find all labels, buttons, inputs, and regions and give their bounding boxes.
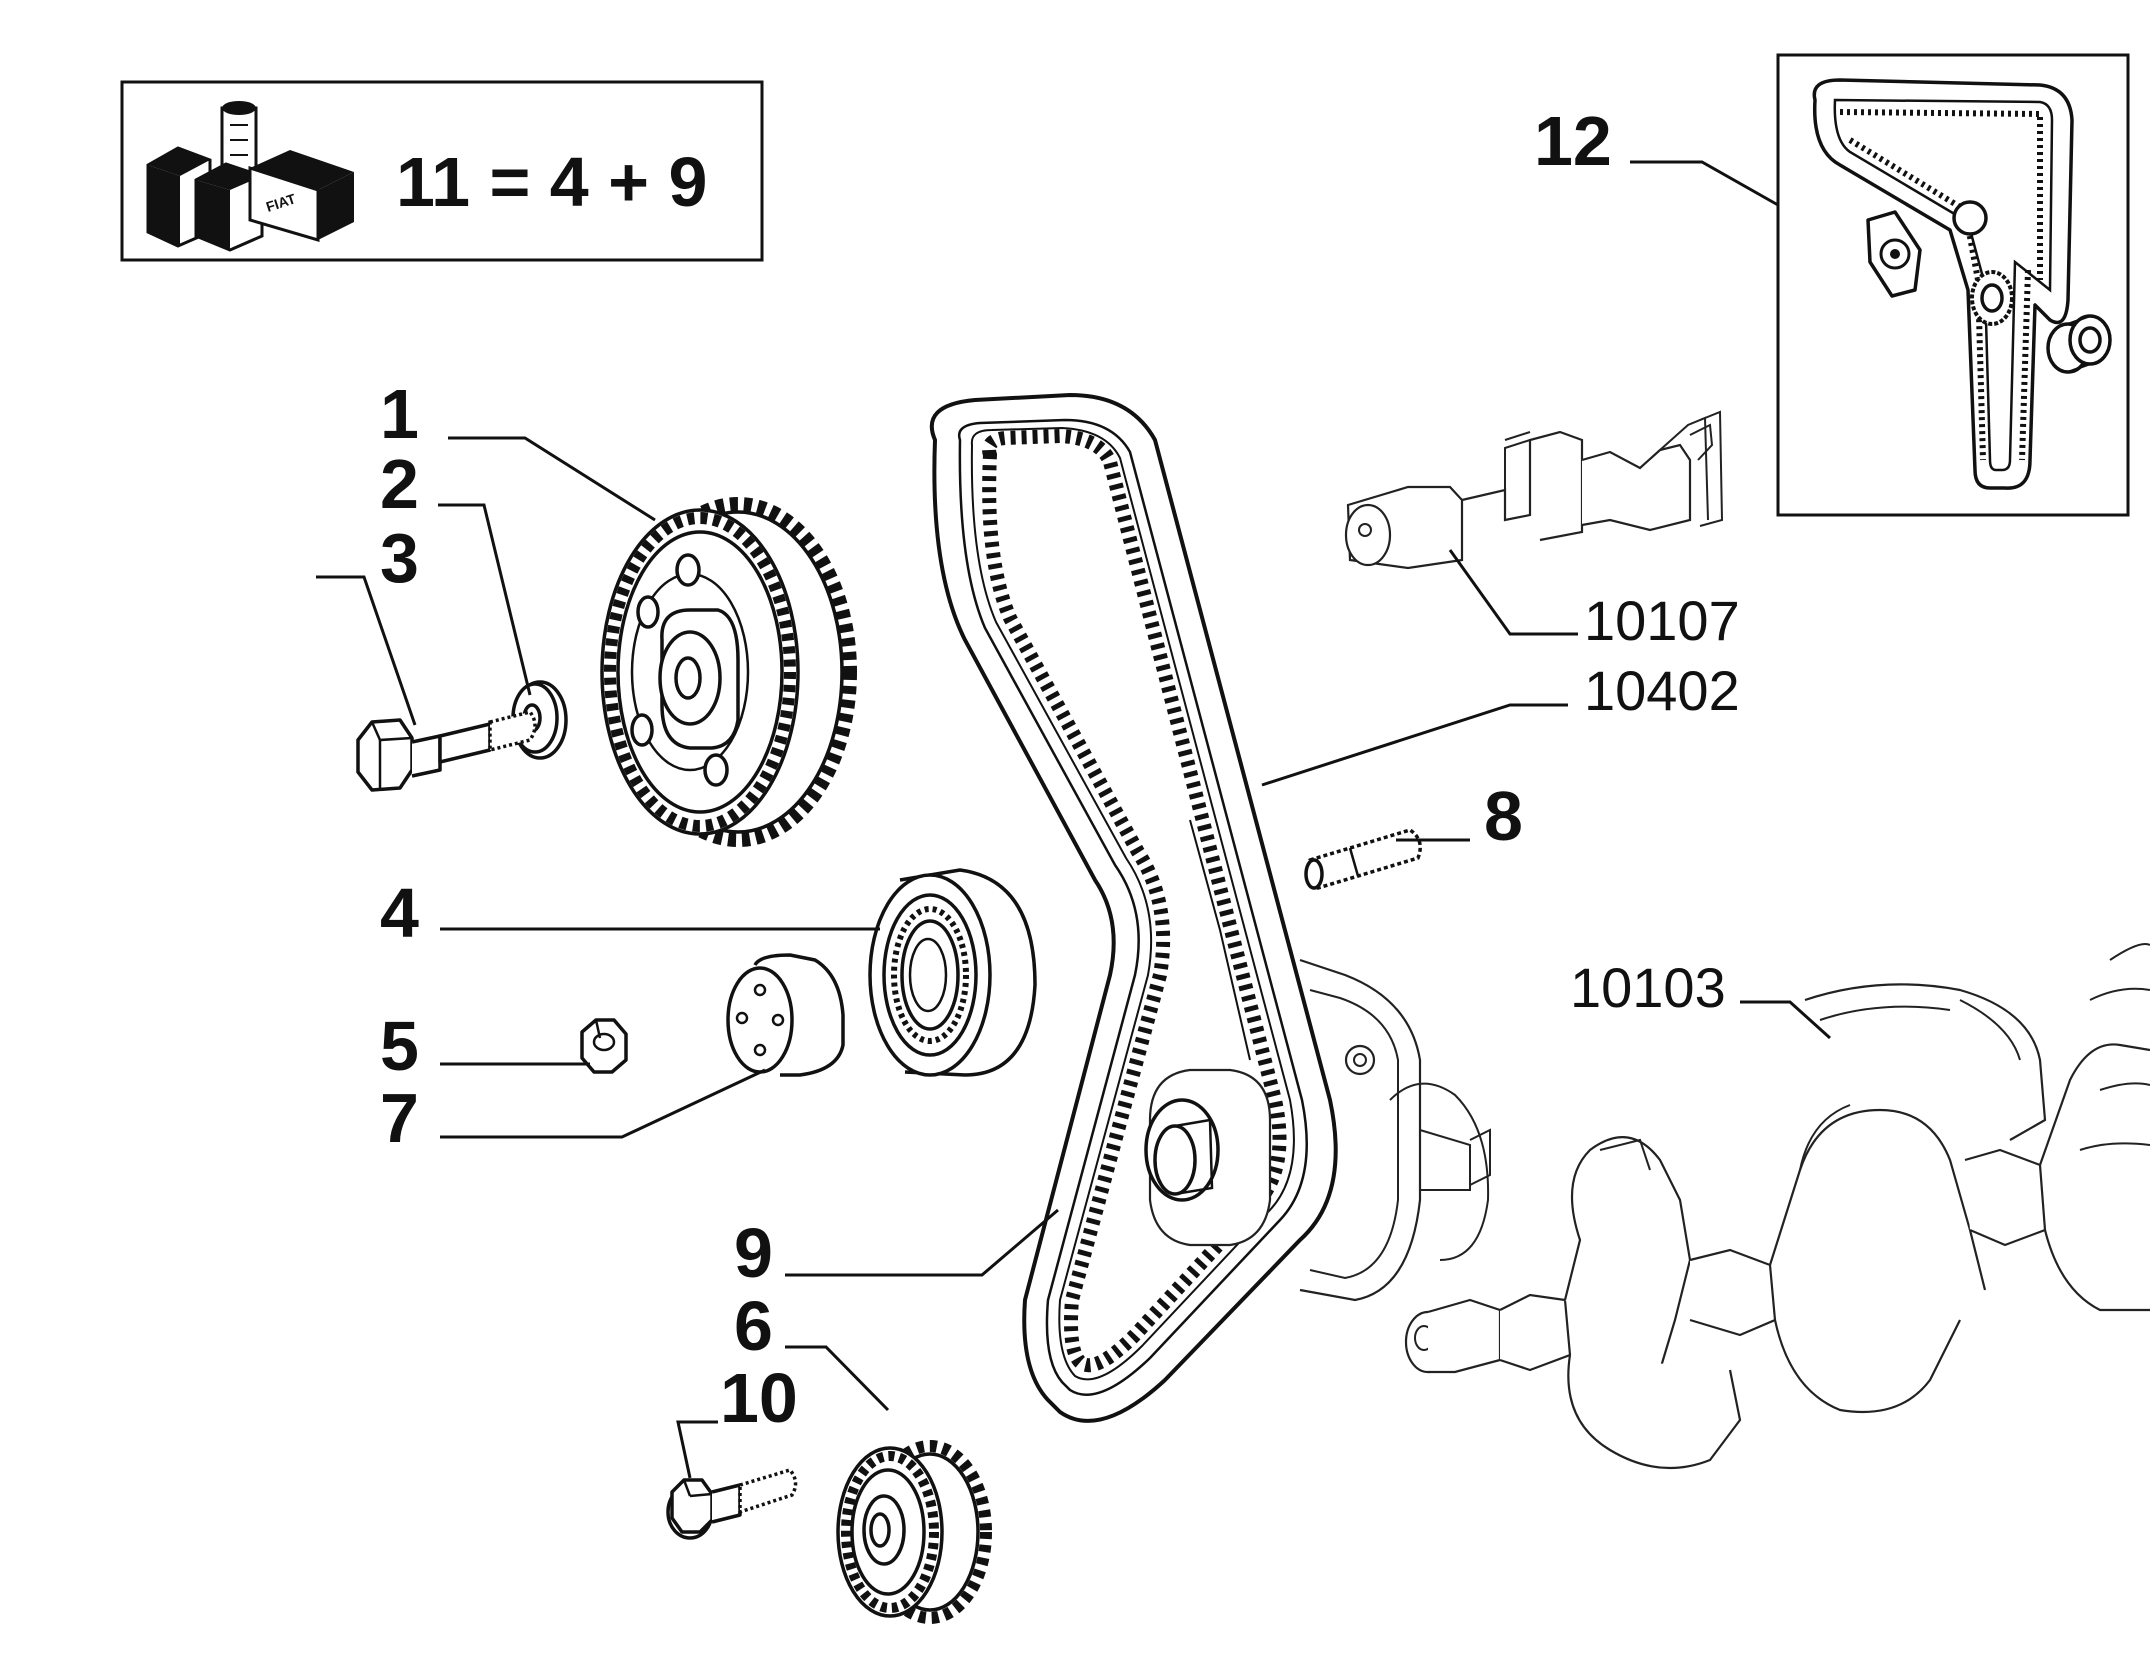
callout-12: 12 [1534, 102, 1612, 180]
hex-bolt [356, 710, 537, 792]
leader-2 [438, 503, 532, 696]
callout-3: 3 [380, 519, 419, 597]
leader-1 [448, 436, 656, 522]
ref-timing-cover: 10402 [1584, 659, 1740, 722]
camshaft-drawing [1344, 410, 1724, 570]
callout-7: 7 [380, 1079, 419, 1157]
ref-crankshaft: 10103 [1570, 956, 1726, 1019]
leader-6 [785, 1345, 890, 1412]
camshaft-sprocket [600, 497, 857, 847]
callout-4: 4 [380, 874, 419, 952]
leader-10 [676, 1420, 718, 1479]
leader-10107 [1448, 549, 1578, 636]
engine-block-drawing [1299, 958, 1491, 1302]
inset-box [1776, 53, 2130, 517]
crankshaft-sprocket [836, 1440, 992, 1624]
callout-6: 6 [734, 1287, 773, 1365]
eccentric-bushing [726, 953, 845, 1077]
callout-2: 2 [380, 445, 419, 523]
ref-camshaft: 10107 [1584, 589, 1740, 652]
callout-1: 1 [380, 375, 419, 453]
kit-formula: 11 = 4 + 9 [396, 143, 707, 221]
leader-9 [785, 1208, 1059, 1277]
inset-belt-kit-icon [1812, 78, 2112, 490]
kit-boxes-icon: FIAT [146, 101, 354, 252]
leader-7 [440, 1068, 766, 1139]
kit-box: FIAT 11 = 4 + 9 [120, 80, 764, 262]
leader-10103 [1740, 1000, 1832, 1040]
crankshaft-drawing [1404, 943, 2150, 1470]
threaded-stud [1304, 828, 1422, 890]
callout-8: 8 [1484, 777, 1523, 855]
callout-9: 9 [734, 1214, 773, 1292]
callout-labels: 1 2 3 4 5 7 8 9 6 10 12 10107 10402 1010… [380, 102, 1740, 1437]
leader-10402 [1261, 703, 1568, 787]
idler-hub-drawing [1144, 1068, 1272, 1247]
callout-10: 10 [720, 1359, 798, 1437]
callout-5: 5 [380, 1007, 419, 1085]
leader-12 [1630, 160, 1779, 207]
leader-3 [316, 575, 417, 726]
flange-bolt [666, 1467, 798, 1540]
leader-lines [316, 160, 1832, 1479]
tensioner-bearing [868, 868, 1037, 1077]
